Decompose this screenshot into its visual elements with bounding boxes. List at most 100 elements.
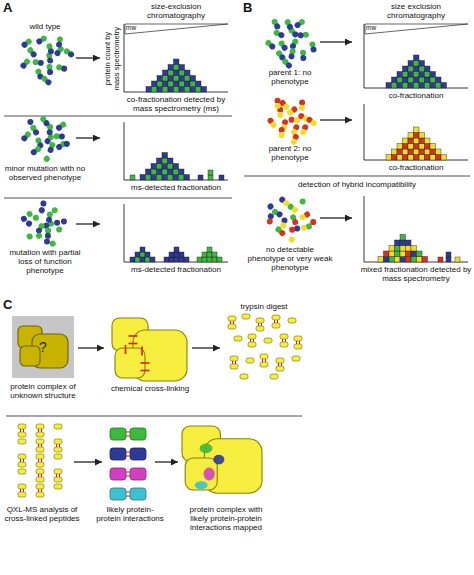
interaction-pairs-part — [130, 448, 146, 460]
fraction-histogram-part — [378, 257, 384, 263]
crosslinked-peptide-part — [262, 359, 263, 362]
protein — [56, 226, 63, 233]
fraction-histogram-part — [430, 72, 436, 78]
chart-axes-part — [364, 196, 468, 262]
crosslinked-peptide-part — [59, 444, 60, 447]
protein-cluster — [19, 35, 75, 87]
protein — [266, 213, 274, 225]
interaction-pairs-part — [126, 436, 130, 437]
fraction-histogram-part — [419, 72, 425, 78]
interaction-pairs-part — [126, 476, 130, 477]
fraction-histogram-part — [419, 61, 425, 67]
protein-part — [55, 124, 63, 132]
fraction-histogram-part — [419, 144, 425, 150]
fraction-histogram-part — [389, 246, 395, 252]
crosslinked-peptide-part — [233, 321, 234, 324]
protein — [46, 211, 54, 223]
crosslinked-peptide — [54, 469, 62, 482]
fraction-histogram-part — [185, 87, 191, 93]
fraction-histogram-part — [140, 257, 145, 262]
chart-axes — [124, 122, 228, 180]
fraction-histogram-part — [408, 149, 414, 155]
fraction-histogram-part — [179, 87, 185, 93]
fraction-histogram — [208, 170, 213, 180]
protein — [288, 117, 300, 124]
protein-part — [291, 206, 299, 214]
sample-label: mutation with partial loss of function p… — [3, 248, 87, 276]
protein — [30, 145, 43, 156]
fraction-histogram-part — [406, 257, 412, 263]
fraction-histogram-part — [400, 246, 406, 252]
fraction-histogram-part — [430, 149, 436, 155]
crosslinked-peptide-part — [54, 477, 62, 482]
protein-part — [45, 233, 51, 239]
crosslinked-peptide-part — [54, 469, 62, 474]
crosslinked-peptide-part — [258, 323, 259, 326]
fraction-histogram-part — [430, 144, 436, 150]
panel-letter: B — [243, 1, 263, 16]
crosslinked-peptide — [272, 315, 280, 328]
fraction-histogram-part — [140, 247, 145, 252]
protein-part — [300, 224, 307, 231]
sample-label: no detectable phenotype or very weak phe… — [247, 245, 333, 273]
peptide — [54, 424, 62, 429]
fraction-histogram-part — [400, 251, 406, 257]
interaction-pairs — [110, 428, 146, 500]
protein-part — [277, 112, 283, 118]
peptide — [246, 358, 254, 363]
protein-part — [27, 119, 33, 125]
fraction-histogram-part — [425, 66, 431, 72]
protein-part — [56, 226, 63, 233]
protein-part — [59, 133, 65, 139]
protein-cluster — [266, 98, 317, 146]
protein-part — [56, 41, 63, 48]
fraction-histogram-part — [169, 252, 174, 257]
protein-part — [291, 218, 299, 226]
axis-title: size exclusion chromatography — [376, 2, 456, 20]
fraction-histogram-part — [436, 77, 442, 83]
crosslinked-peptide-part — [230, 364, 238, 369]
protein — [289, 38, 299, 51]
crosslinked-peptide-part — [36, 462, 44, 467]
protein-part — [268, 42, 276, 50]
fraction-histogram-part — [151, 164, 157, 170]
peptide-part — [234, 336, 242, 341]
fraction-histogram-part — [419, 66, 425, 72]
crosslinked-peptide-part — [260, 362, 268, 367]
fraction-histogram-part — [184, 175, 190, 181]
protein-part — [35, 37, 43, 45]
process-arrow — [320, 217, 352, 218]
fraction-histogram — [446, 252, 451, 262]
crosslinked-peptide-part — [36, 439, 44, 444]
protein — [35, 35, 48, 46]
fraction-histogram-part — [417, 257, 423, 263]
crosslinked-peptide-part — [41, 429, 42, 432]
protein-part — [29, 50, 37, 58]
crosslinked-peptide-part — [41, 459, 42, 462]
protein-part — [43, 155, 51, 163]
interaction-patch — [200, 444, 213, 454]
protein-part — [299, 99, 305, 105]
sample-label: parent 1: no phenotype — [260, 68, 320, 86]
panel-letter: C — [3, 298, 23, 313]
protein-cluster — [266, 195, 316, 244]
sample-label: parent 2: no phenotype — [260, 144, 320, 162]
fraction-histogram-part — [446, 252, 451, 257]
fraction-histogram-part — [130, 175, 135, 180]
peptide — [18, 469, 26, 474]
crosslinked-complex — [112, 318, 187, 381]
interaction-patch — [204, 468, 215, 481]
protein-part — [44, 78, 52, 86]
protein-part — [299, 198, 305, 204]
protein — [54, 133, 65, 140]
crosslink-mark — [125, 345, 127, 354]
fraction-histogram-part — [190, 81, 196, 87]
interaction-patch — [195, 481, 208, 489]
fraction-histogram — [130, 175, 135, 180]
chart-caption: co-fractionation — [358, 91, 474, 100]
fraction-histogram-part — [436, 83, 442, 89]
fraction-histogram — [197, 247, 222, 262]
fraction-histogram-part — [414, 155, 420, 161]
fraction-histogram-part — [406, 251, 412, 257]
fraction-histogram-part — [414, 127, 420, 133]
